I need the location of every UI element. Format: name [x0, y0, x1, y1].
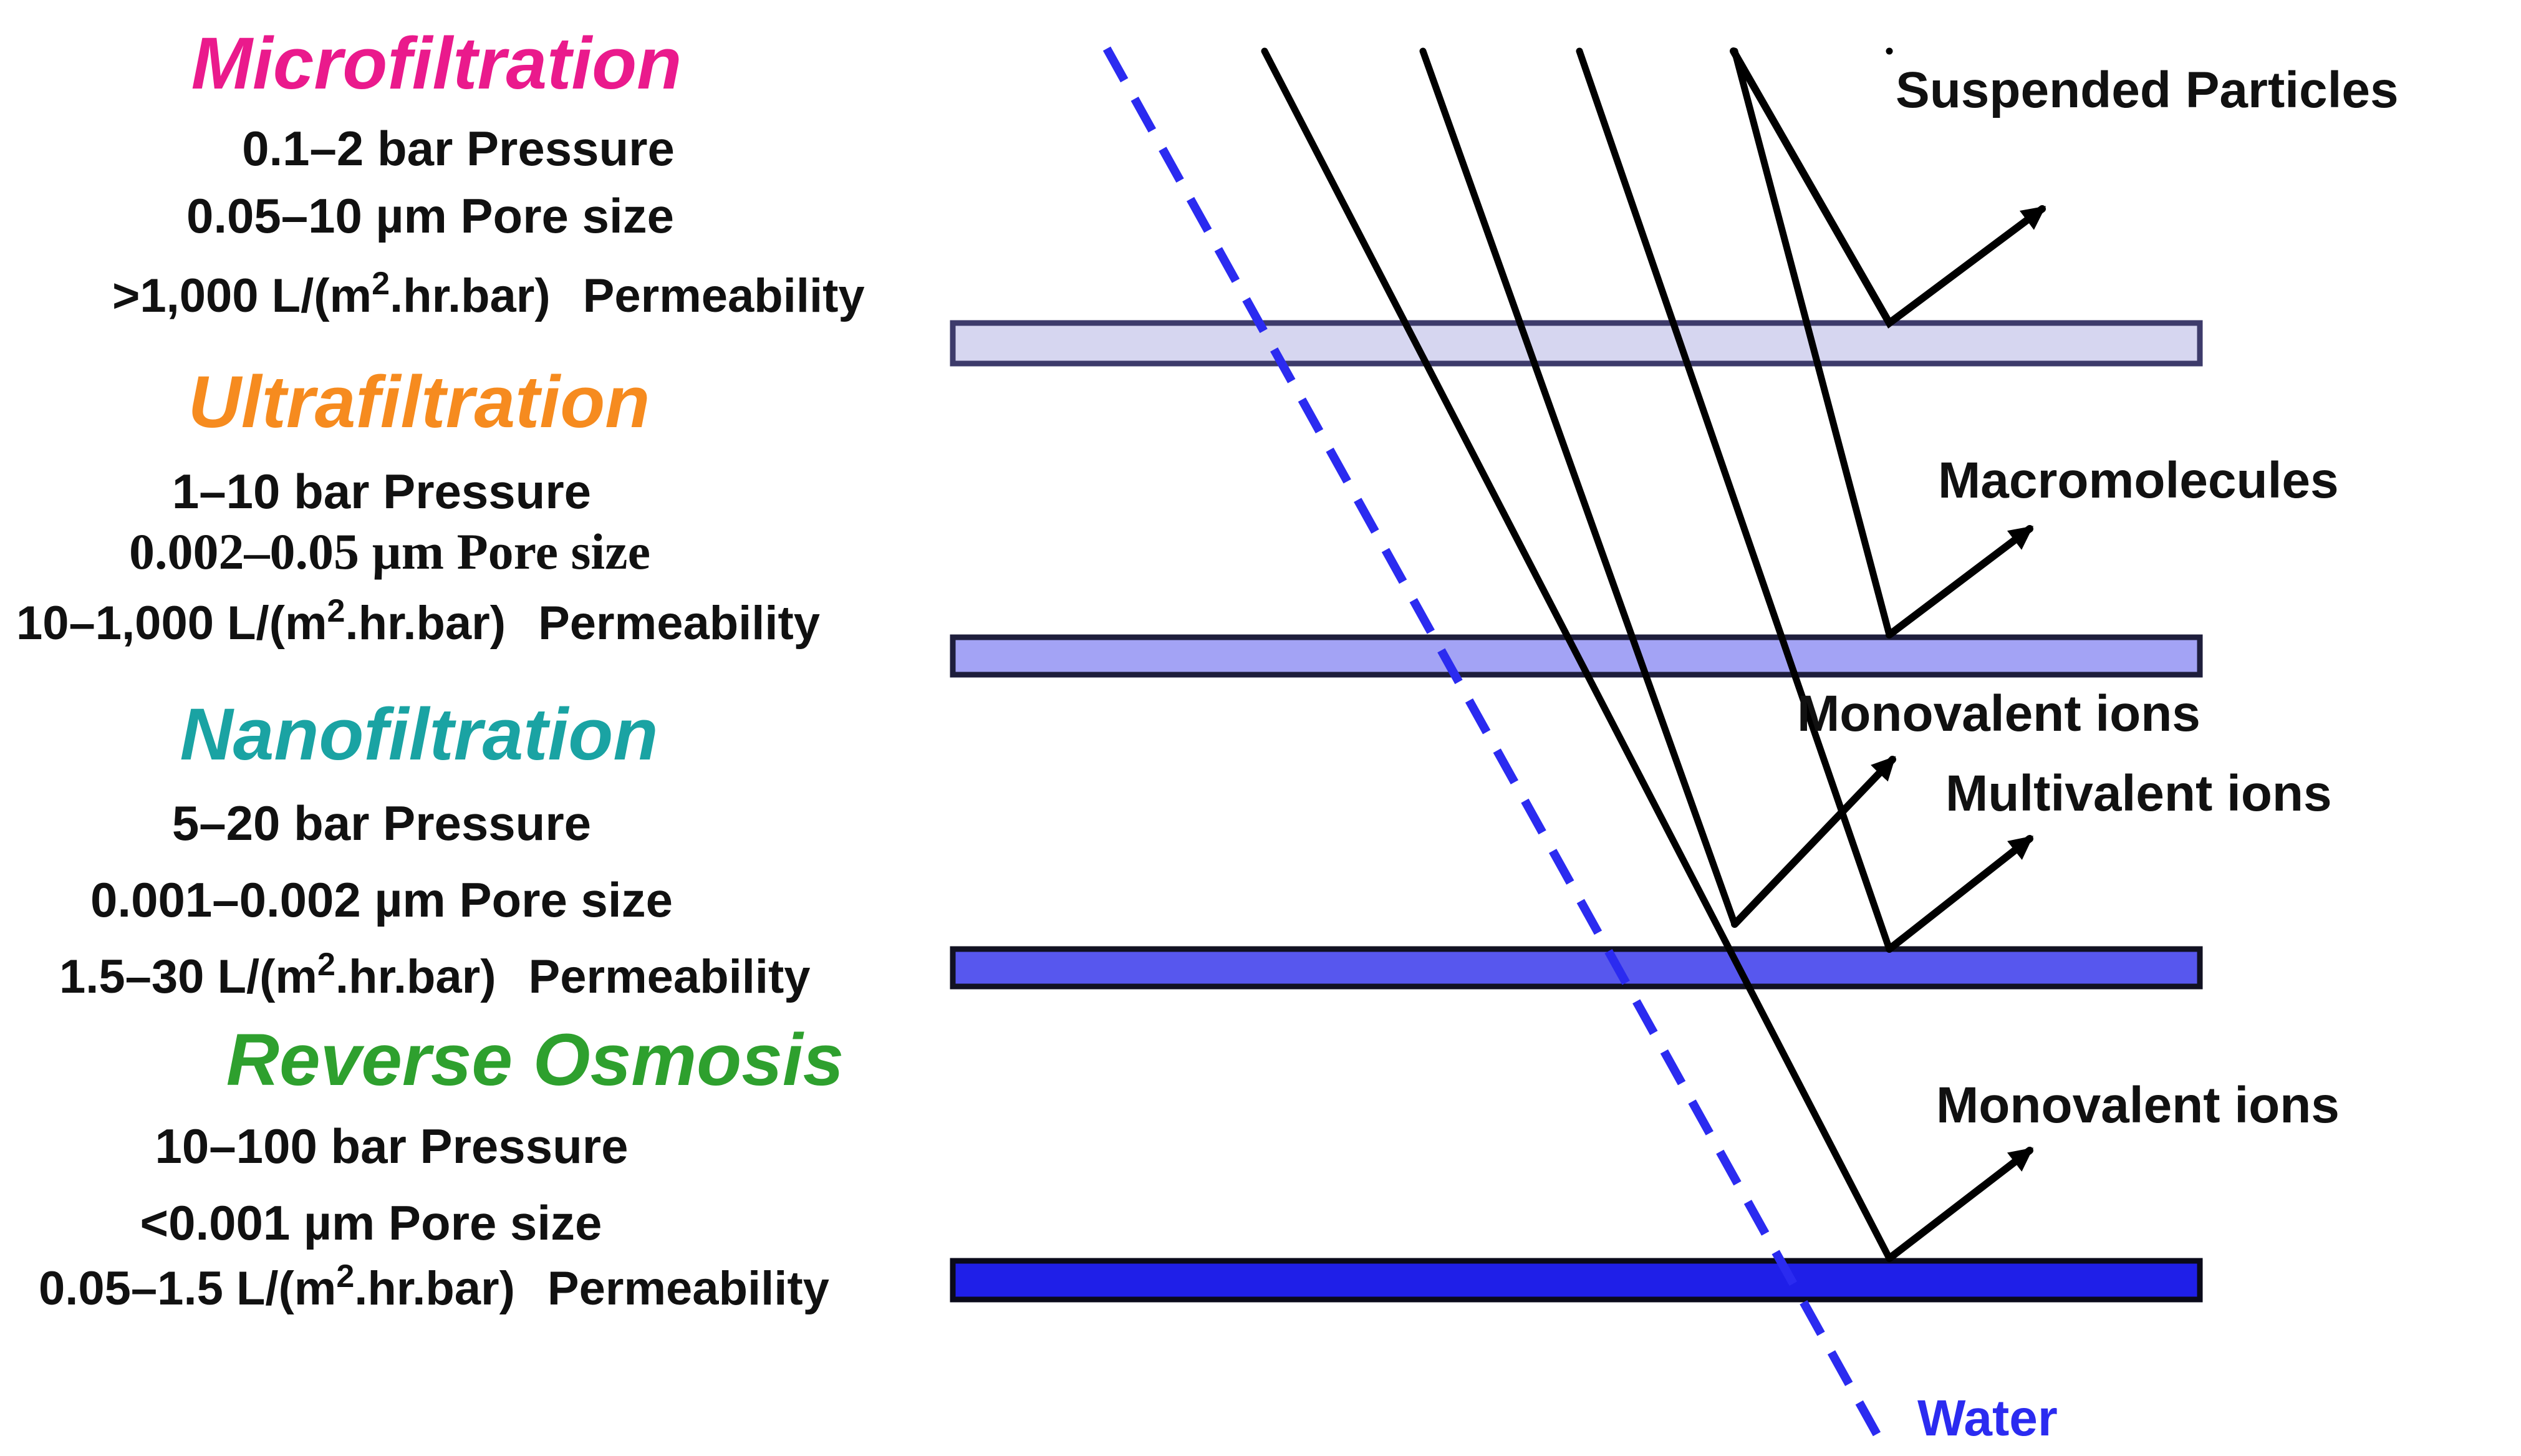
nanofiltration-pore-size: 0.001–0.002 µm Pore size — [90, 872, 673, 927]
label-monovalent-ions-nf: Monovalent ions — [1797, 685, 2200, 742]
permeability-unit: .hr.bar) — [335, 950, 496, 1003]
microfiltration-permeability: >1,000 L/(m2.hr.bar) Permeability — [112, 266, 865, 322]
membrane-nanofiltration — [950, 946, 2203, 990]
path-monovalent-ro — [1261, 47, 1893, 1262]
permeability-unit: .hr.bar) — [390, 269, 551, 322]
permeability-label: Permeability — [538, 597, 820, 650]
microfiltration-pressure: 0.1–2 bar Pressure — [242, 121, 675, 176]
nanofiltration-title: Nanofiltration — [180, 693, 658, 776]
ultrafiltration-permeability: 10–1,000 L/(m2.hr.bar) Permeability — [16, 593, 820, 650]
permeability-value: 10–1,000 L/(m — [16, 597, 327, 650]
arrow-macromolecules — [1886, 525, 2034, 639]
membrane-microfiltration — [950, 320, 2203, 367]
membrane-reverse-osmosis — [950, 1258, 2203, 1303]
reverse-osmosis-permeability: 0.05–1.5 L/(m2.hr.bar) Permeability — [39, 1258, 829, 1315]
reverse-osmosis-title: Reverse Osmosis — [226, 1019, 844, 1101]
nanofiltration-permeability: 1.5–30 L/(m2.hr.bar) Permeability — [59, 947, 811, 1003]
membrane-ultrafiltration — [950, 634, 2203, 678]
arrow-monovalent-nf — [1731, 756, 1896, 928]
permeability-label: Permeability — [529, 950, 811, 1003]
label-suspended-particles: Suspended Particles — [1896, 62, 2399, 118]
permeability-unit: .hr.bar) — [345, 597, 506, 650]
label-multivalent-ions-nf: Multivalent ions — [1945, 765, 2332, 822]
reverse-osmosis-pressure: 10–100 bar Pressure — [155, 1119, 629, 1174]
path-monovalent-nf — [1419, 47, 1738, 928]
microfiltration-title: Microfiltration — [191, 22, 682, 105]
nanofiltration-pressure: 5–20 bar Pressure — [172, 796, 591, 851]
permeability-value: 1.5–30 L/(m — [59, 950, 317, 1003]
path-macromolecules — [1731, 47, 1893, 639]
ultrafiltration-pore-size: 0.002–0.05 µm Pore size — [129, 523, 650, 580]
arrow-monovalent-ro — [1886, 1147, 2034, 1262]
ultrafiltration-title: Ultrafiltration — [188, 361, 650, 443]
permeability-label: Permeability — [583, 269, 865, 322]
path-multivalent-nf — [1576, 47, 1893, 953]
permeability-unit: .hr.bar) — [354, 1262, 515, 1315]
permeability-value: >1,000 L/(m — [112, 269, 372, 322]
water-path — [1102, 46, 1881, 1437]
permeability-superscript: 2 — [317, 947, 335, 983]
permeability-superscript: 2 — [336, 1258, 354, 1294]
arrow-suspended-particles — [1730, 47, 2046, 329]
label-macromolecules: Macromolecules — [1938, 452, 2339, 509]
microfiltration-pore-size: 0.05–10 µm Pore size — [186, 188, 674, 243]
permeability-superscript: 2 — [327, 593, 345, 629]
ultrafiltration-pressure: 1–10 bar Pressure — [172, 464, 591, 519]
permeability-label: Permeability — [547, 1262, 829, 1315]
permeability-superscript: 2 — [372, 266, 390, 302]
label-water: Water — [1917, 1390, 2058, 1447]
reverse-osmosis-pore-size: <0.001 µm Pore size — [140, 1195, 602, 1250]
permeability-value: 0.05–1.5 L/(m — [39, 1262, 336, 1315]
arrow-multivalent-nf — [1886, 835, 2034, 953]
label-monovalent-ions-ro: Monovalent ions — [1936, 1077, 2340, 1134]
